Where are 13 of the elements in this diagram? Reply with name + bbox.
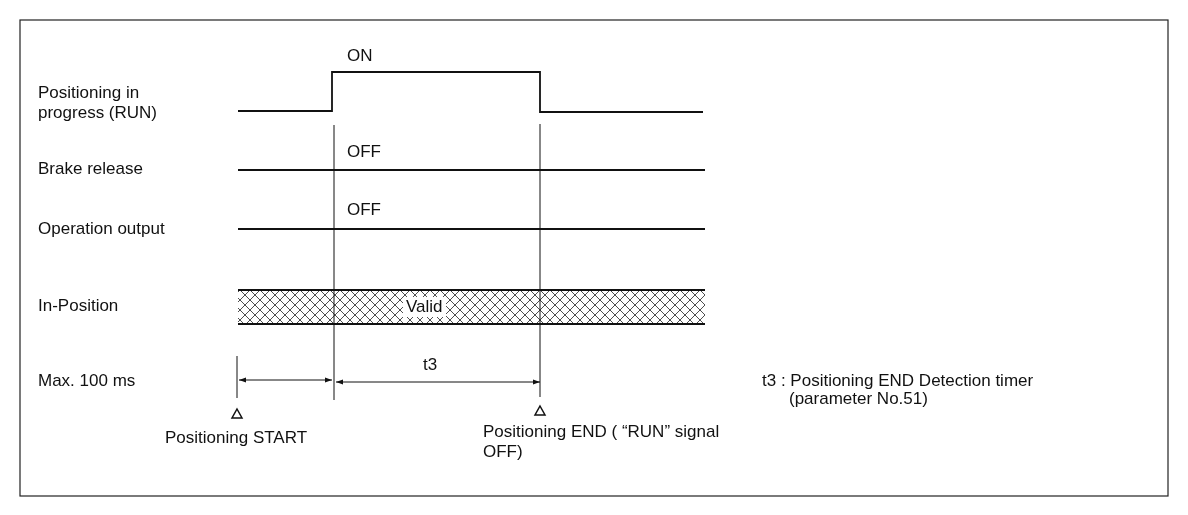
dimension-label: t3: [423, 355, 438, 375]
event-label: Positioning START: [165, 428, 308, 448]
state-label: ON: [347, 46, 373, 66]
note-text: t3 : Positioning END Detection timer (parameter No.51): [762, 372, 1035, 408]
event-label: Positioning END ( “RUN” signal OFF): [483, 422, 721, 462]
signal-name: Brake release: [38, 159, 143, 179]
state-label: Valid: [403, 297, 446, 317]
signal-name: In-Position: [38, 296, 119, 316]
state-label: OFF: [347, 142, 381, 162]
timing-label: Max. 100 ms: [38, 371, 136, 391]
signal-name: Positioning in progress (RUN): [38, 83, 159, 123]
signal-name: Operation output: [38, 219, 165, 239]
state-label: OFF: [347, 200, 381, 220]
